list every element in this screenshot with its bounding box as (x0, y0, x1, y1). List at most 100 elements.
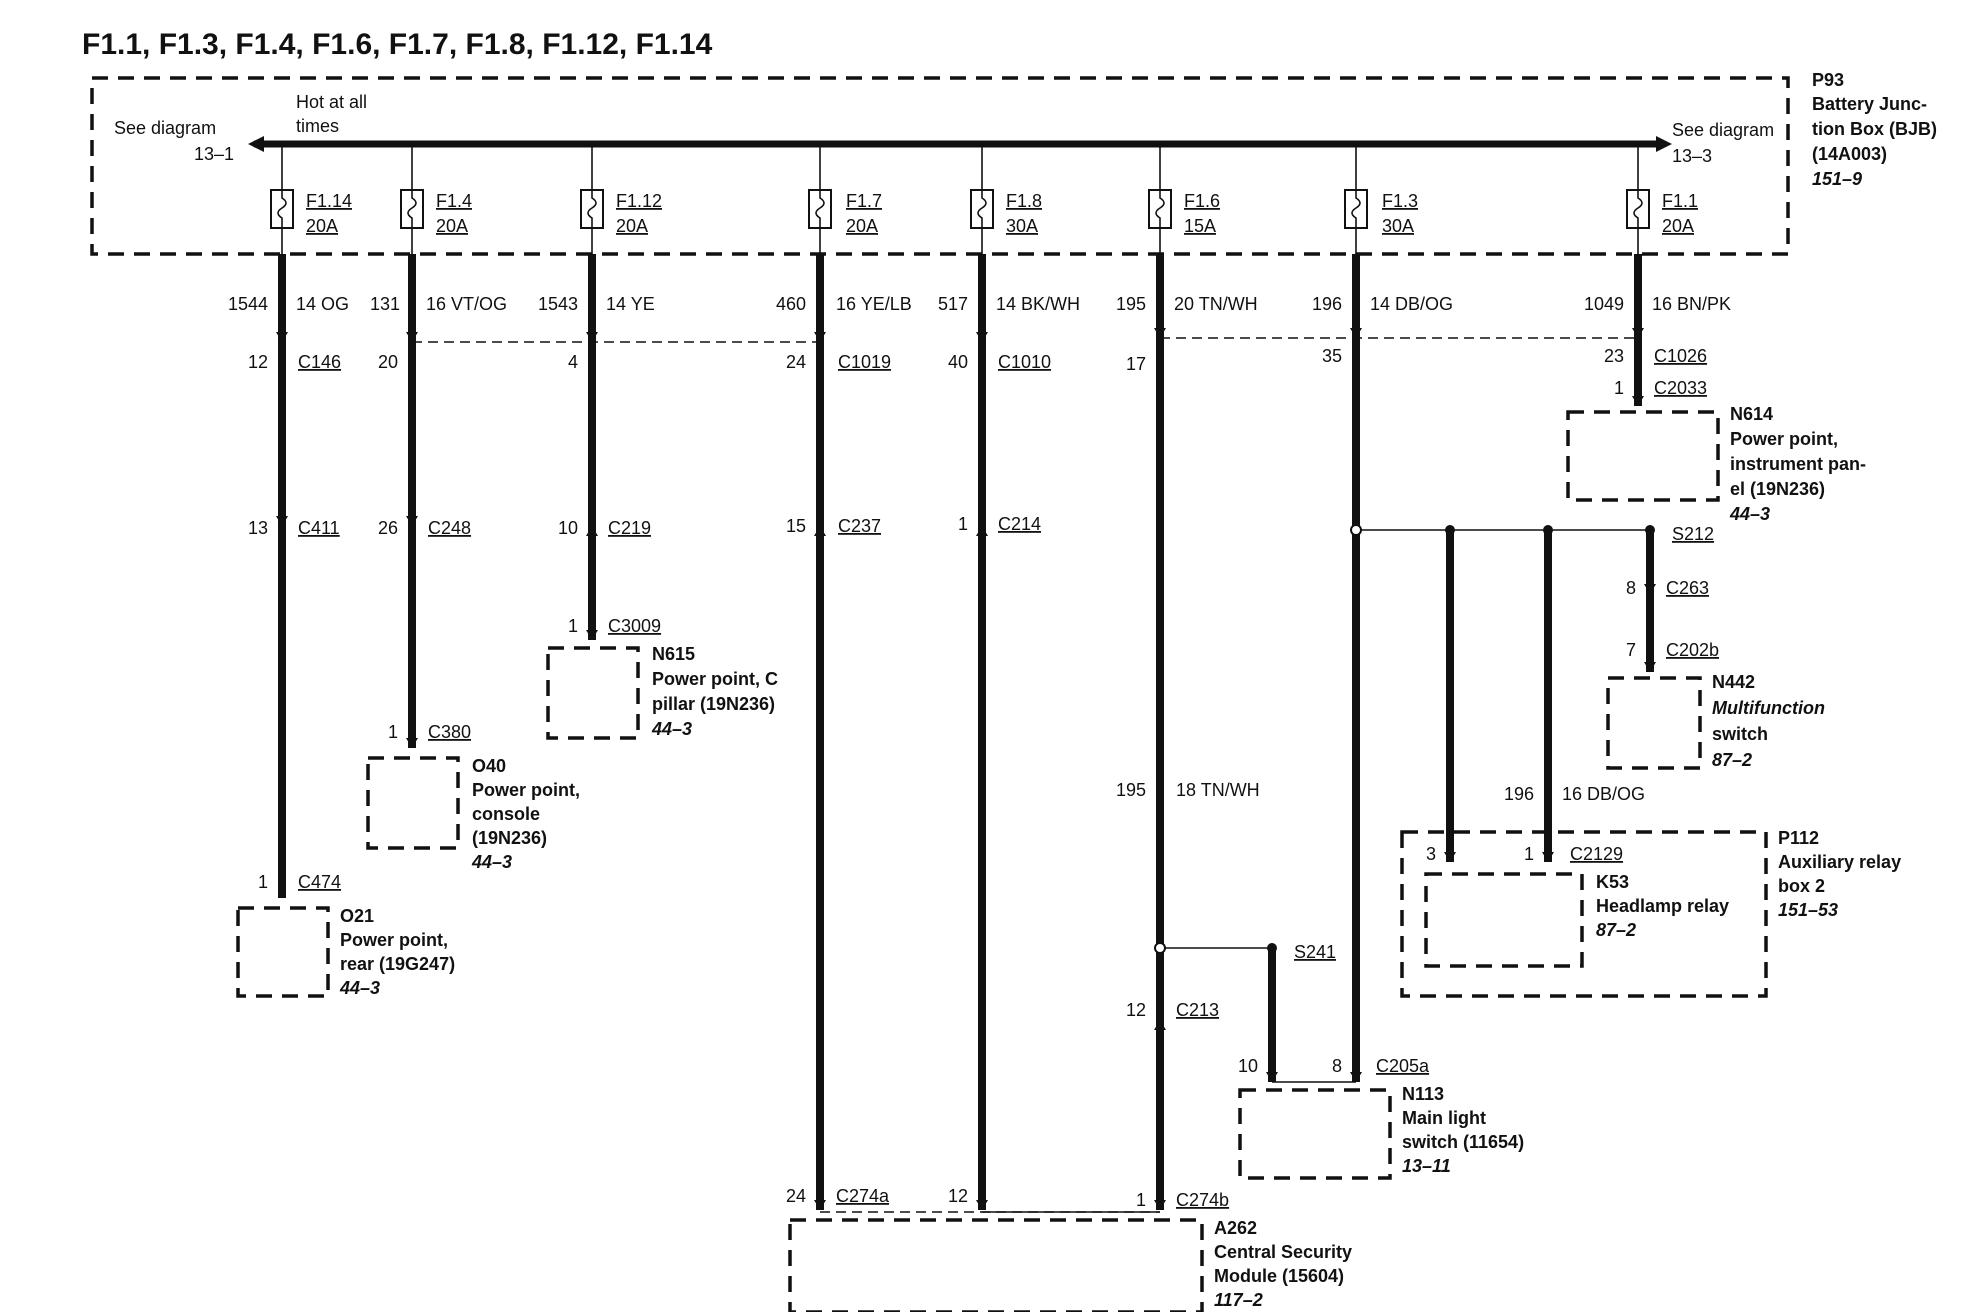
bjb-name-line-1: Battery Junc- (1812, 94, 1927, 114)
component-ref: 44–3 (651, 719, 692, 739)
connector-pin: 23 (1604, 346, 1624, 366)
component-desc: Module (15604) (1214, 1266, 1344, 1286)
connector-name: C274a (836, 1186, 890, 1206)
connector-name: C214 (998, 514, 1041, 534)
component-desc: box 2 (1778, 876, 1825, 896)
connector-pin: 1 (568, 616, 578, 636)
component-n113-box (1238, 1088, 1392, 1180)
connector-arrow-icon (1350, 328, 1362, 338)
connector-name: C202b (1666, 640, 1719, 660)
connector-name: C1019 (838, 352, 891, 372)
connector-arrow-icon (1154, 1020, 1166, 1030)
component-desc: Auxiliary relay (1778, 852, 1901, 872)
connector-arrow-icon (976, 332, 988, 342)
component-desc: el (19N236) (1730, 479, 1825, 499)
circuit-number: 1544 (228, 294, 268, 314)
connector-arrow-icon (1644, 584, 1656, 594)
wire-code: 16 DB/OG (1562, 784, 1645, 804)
component-n442-box (1606, 676, 1702, 770)
connector-name: C1010 (998, 352, 1051, 372)
circuit-wire: 20 TN/WH (1174, 294, 1258, 314)
component-id: N615 (652, 644, 695, 664)
connector-pin: 15 (786, 516, 806, 536)
circuit-number: 196 (1312, 294, 1342, 314)
component-ref: 87–2 (1712, 750, 1752, 770)
connector-arrow-icon (1444, 852, 1456, 862)
connector-arrow-icon (276, 332, 288, 342)
circuit-number: 195 (1116, 294, 1146, 314)
fuse-amp: 20A (616, 216, 648, 236)
hot-label-line-1: Hot at all (296, 92, 367, 112)
bjb-left-ref-line-2: 13–1 (194, 144, 234, 164)
bus-left-arrow-icon (248, 136, 264, 152)
connector-arrow-icon (1644, 662, 1656, 672)
connector-arrow-icon (586, 332, 598, 342)
fuse-amp: 20A (306, 216, 338, 236)
connector-pin: 35 (1322, 346, 1342, 366)
circuit-number: 131 (370, 294, 400, 314)
connector-pin: 1 (958, 514, 968, 534)
fuse-amp: 20A (436, 216, 468, 236)
component-p112-box (1400, 830, 1768, 998)
connector-pin: 13 (248, 518, 268, 538)
fuse-f1-12-icon (580, 189, 604, 229)
fuse-f1-14-icon (270, 189, 294, 229)
wire-number: 196 (1504, 784, 1534, 804)
connector-name: C263 (1666, 578, 1709, 598)
fuse-f1-7-icon (808, 189, 832, 229)
connector-arrow-icon (814, 526, 826, 536)
component-id: N113 (1402, 1084, 1444, 1104)
connector-pin: 1 (1524, 844, 1534, 864)
bjb-right-ref-line-2: 13–3 (1672, 146, 1712, 166)
component-o40-box (366, 756, 460, 850)
fuse-f1-6-icon (1148, 189, 1172, 229)
page-title: F1.1, F1.3, F1.4, F1.6, F1.7, F1.8, F1.1… (82, 28, 713, 61)
bjb-ref: 151–9 (1812, 169, 1862, 189)
splice-node (1543, 525, 1553, 535)
fuse-amp: 30A (1006, 216, 1038, 236)
connector-pin: 20 (378, 352, 398, 372)
component-id: O40 (472, 756, 506, 776)
component-id: N442 (1712, 672, 1755, 692)
fuse-amp: 20A (846, 216, 878, 236)
component-id: N614 (1730, 404, 1773, 424)
fuse-amp: 20A (1662, 216, 1694, 236)
component-desc: switch (11654) (1402, 1132, 1524, 1152)
bjb-id: P93 (1812, 70, 1844, 90)
circuit-wire: 14 BK/WH (996, 294, 1080, 314)
component-desc: rear (19G247) (340, 954, 455, 974)
connector-name: C1026 (1654, 346, 1707, 366)
connector-name: C2033 (1654, 378, 1707, 398)
connector-arrow-icon (976, 1200, 988, 1210)
bjb-name-line-2: tion Box (BJB) (1812, 119, 1937, 139)
component-desc: instrument pan- (1730, 454, 1866, 474)
fuse-name: F1.4 (436, 191, 472, 211)
fuse-f1-1-icon (1626, 189, 1650, 229)
component-ref: 13–11 (1402, 1156, 1451, 1176)
connector-pin: 12 (948, 1186, 968, 1206)
fuse-f1-8-icon (970, 189, 994, 229)
component-desc: Power point, C (652, 669, 778, 689)
bjb-name-line-3: (14A003) (1812, 144, 1887, 164)
component-desc: pillar (19N236) (652, 694, 775, 714)
connector-arrow-icon (1266, 1072, 1278, 1082)
connector-arrow-icon (1350, 1072, 1362, 1082)
fuse-amp: 30A (1382, 216, 1414, 236)
connector-name: C248 (428, 518, 471, 538)
splice-node (1350, 524, 1362, 536)
fuse-name: F1.1 (1662, 191, 1698, 211)
connector-arrow-icon (814, 332, 826, 342)
connector-name: C146 (298, 352, 341, 372)
fuse-amp: 15A (1184, 216, 1216, 236)
bjb-left-ref-line-1: See diagram (114, 118, 216, 138)
component-id: A262 (1214, 1218, 1257, 1238)
splice-name: S241 (1294, 942, 1336, 962)
circuit-wire: 16 VT/OG (426, 294, 507, 314)
component-a262-box (788, 1218, 1204, 1312)
component-desc: Power point, (472, 780, 580, 800)
connector-name: C2129 (1570, 844, 1623, 864)
connector-pin: 12 (248, 352, 268, 372)
component-desc: switch (1712, 724, 1768, 744)
component-id: K53 (1596, 872, 1629, 892)
wire-code: 18 TN/WH (1176, 780, 1260, 800)
